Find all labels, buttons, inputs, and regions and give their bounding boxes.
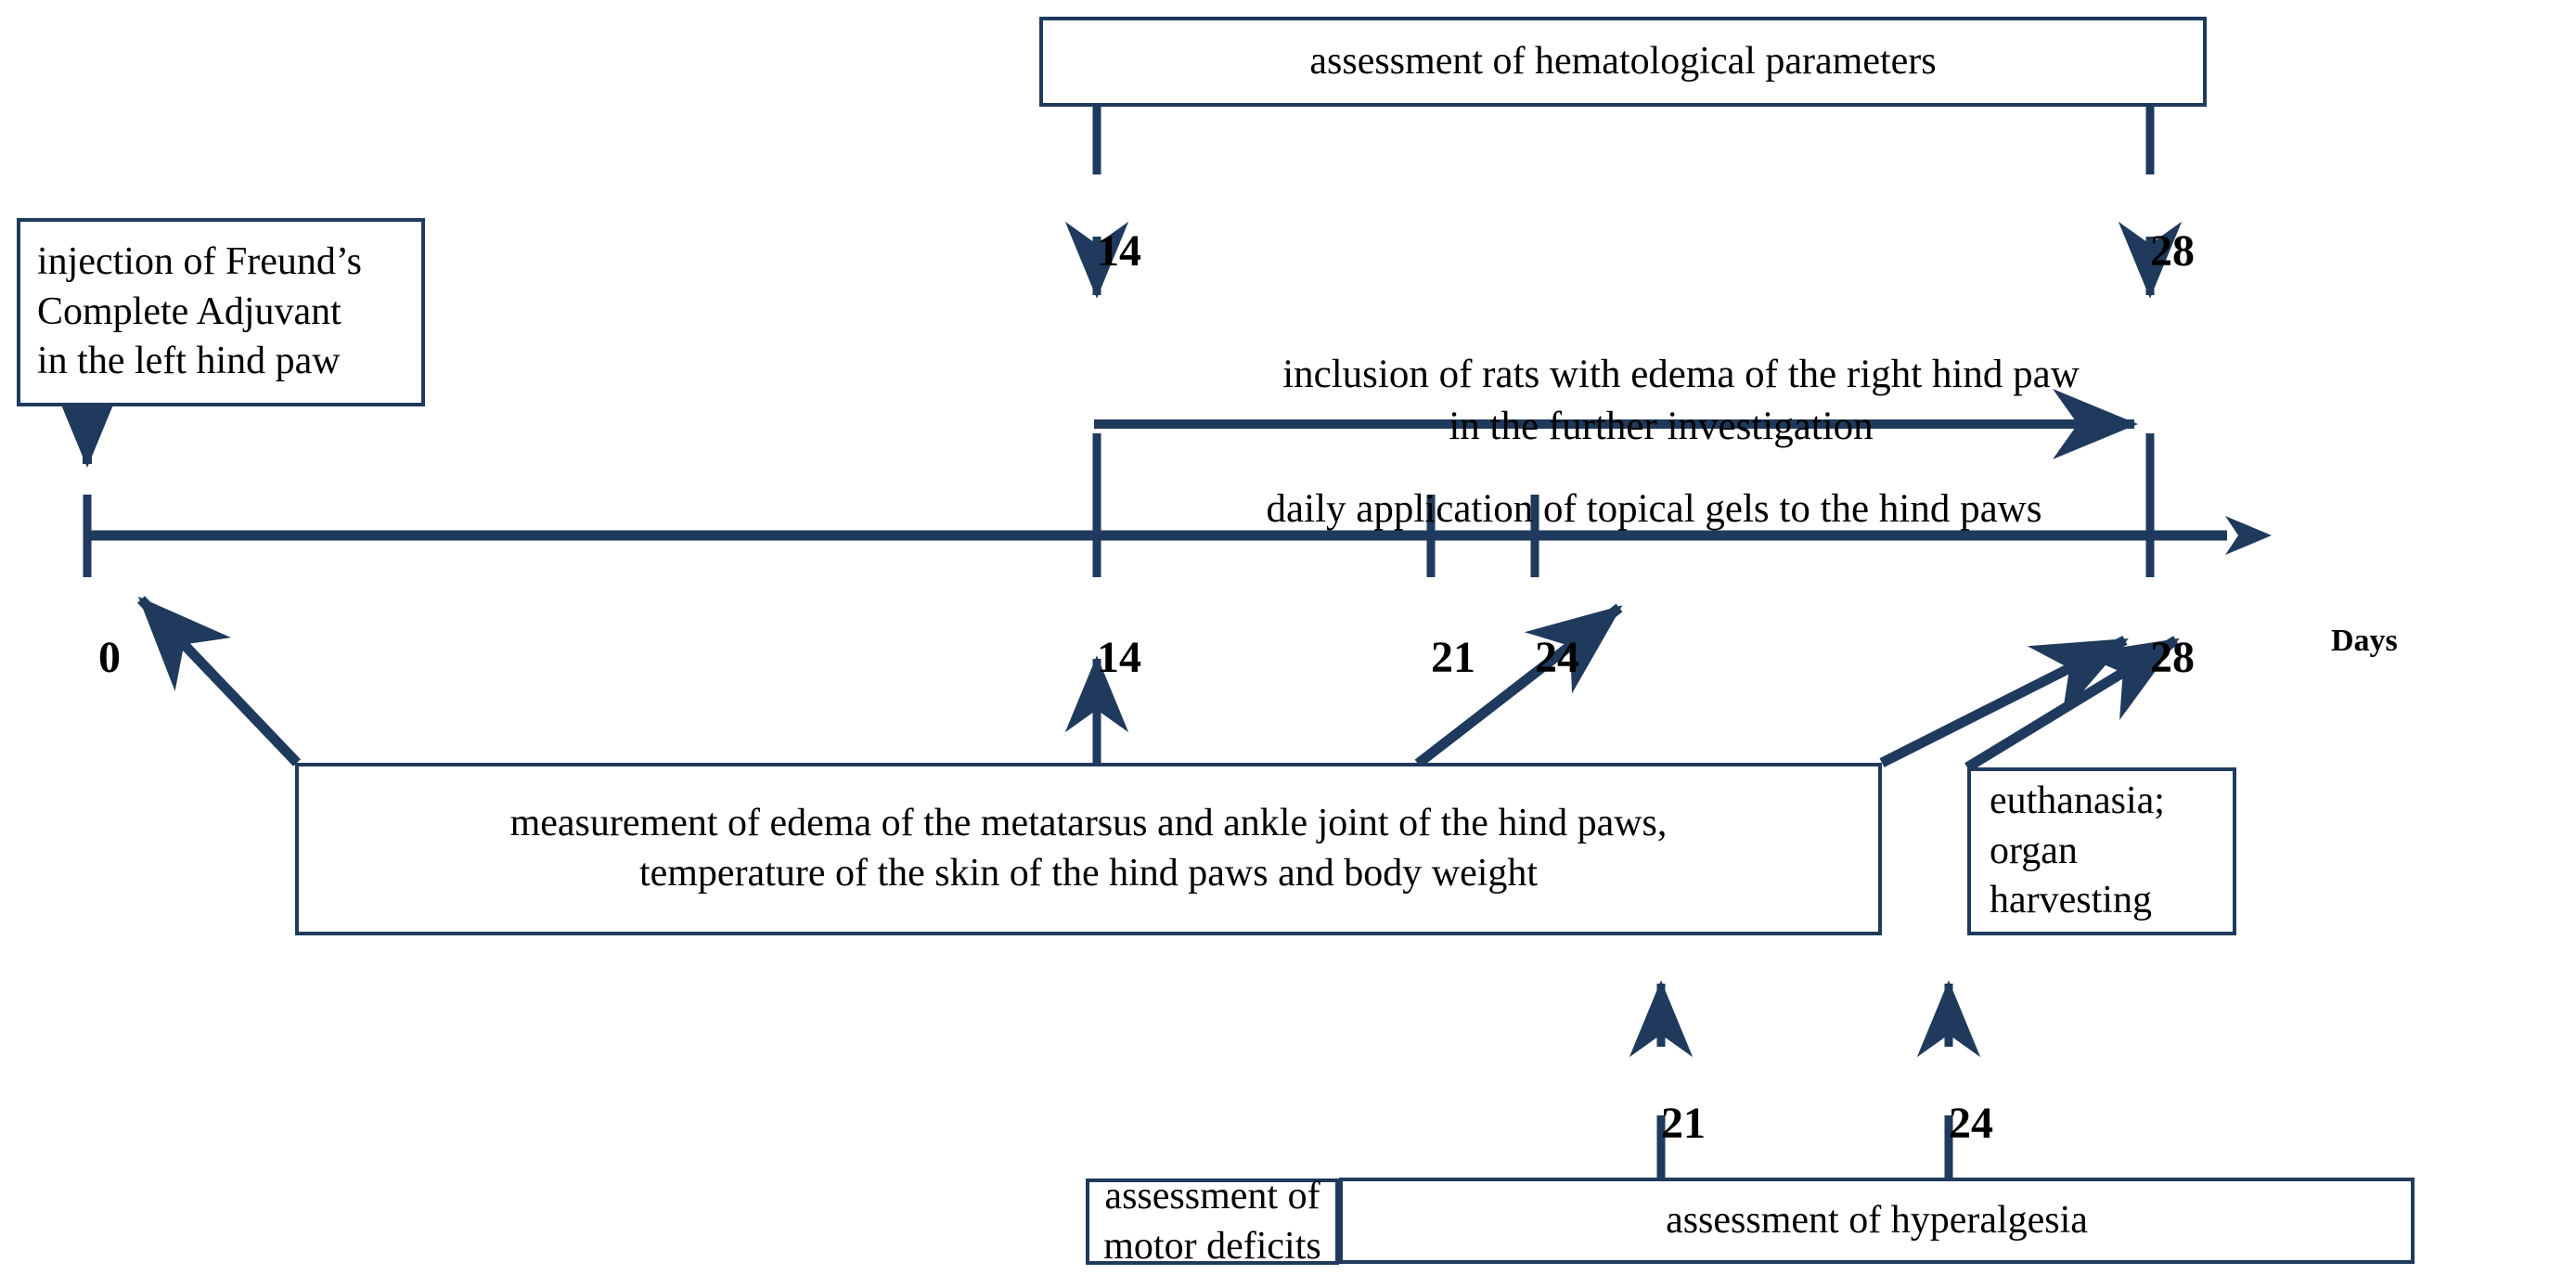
text-daily-application-content: daily application of topical gels to the… — [1266, 486, 2042, 531]
connector-label-day-14-hematology: 14 — [1097, 226, 1141, 276]
connector-label-day-28-hematology: 28 — [2150, 226, 2195, 276]
connector-measurement-to-day28 — [1879, 636, 2129, 767]
connector-measurement-to-day0 — [137, 596, 301, 766]
box-injection-text: injection of Freund’s Complete Adjuvant … — [37, 239, 362, 383]
axis-tick-label-0: 0 — [98, 633, 121, 682]
axis-tick-label-21: 21 — [1431, 633, 1475, 682]
text-daily-application-gels: daily application of topical gels to the… — [1110, 431, 2158, 587]
text-inclusion-of-rats: inclusion of rats with edema of the righ… — [1123, 297, 2199, 505]
connector-label-day-21-motor-deficits: 21 — [1661, 1099, 1706, 1148]
text-inclusion-content: inclusion of rats with edema of the righ… — [1282, 352, 2080, 448]
box-measurement-text: measurement of edema of the metatarsus a… — [509, 802, 1668, 895]
box-hyperalgesia-text: assessment of hyperalgesia — [1666, 1198, 2088, 1242]
connector-label-day-24-hyperalgesia: 24 — [1949, 1099, 1993, 1148]
axis-unit-label-days: Days — [2331, 624, 2398, 658]
axis-tick-label-28: 28 — [2150, 633, 2195, 682]
axis-tick-label-24: 24 — [1535, 633, 1579, 682]
box-assessment-motor-deficits: assessment of motor deficits — [1086, 1175, 1339, 1268]
box-motor-deficits-text: assessment of motor deficits — [1103, 1174, 1321, 1268]
axis-tick-label-14: 14 — [1097, 633, 1141, 682]
box-hematology-text: assessment of hematological parameters — [1309, 39, 1937, 83]
box-euthanasia-text: euthanasia; organ harvesting — [1990, 779, 2165, 922]
box-assessment-hematological-parameters: assessment of hematological parameters — [1039, 17, 2207, 107]
box-assessment-hyperalgesia: assessment of hyperalgesia — [1339, 1178, 2415, 1264]
box-measurement-edema-temperature-weight: measurement of edema of the metatarsus a… — [295, 763, 1882, 935]
box-injection-freund-adjuvant: injection of Freund’s Complete Adjuvant … — [17, 218, 425, 406]
box-euthanasia-organ-harvesting: euthanasia; organ harvesting — [1967, 767, 2236, 935]
